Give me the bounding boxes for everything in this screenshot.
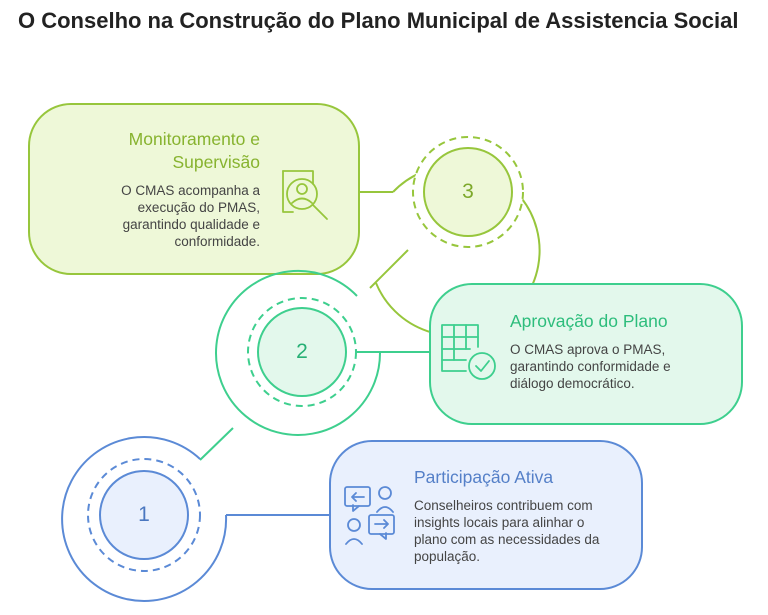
step-2-text: Aprovação do Plano O CMAS aprova o PMAS,… bbox=[510, 310, 710, 392]
user-search-icon bbox=[282, 170, 328, 220]
step-1-outer-ring bbox=[61, 436, 228, 602]
document-check-icon bbox=[441, 324, 496, 380]
step-2-title: Aprovação do Plano bbox=[510, 311, 668, 331]
step-1-graphic bbox=[61, 436, 643, 602]
step-3-text: Monitoramento e Supervisão O CMAS acompa… bbox=[80, 128, 260, 250]
people-exchange-icon bbox=[344, 486, 395, 545]
step-2-description: O CMAS aprova o PMAS, garantindo conform… bbox=[510, 342, 671, 391]
step-2-outer-ring bbox=[215, 269, 382, 436]
step-3-title: Monitoramento e Supervisão bbox=[128, 129, 260, 172]
step-3-number: 3 bbox=[462, 180, 474, 203]
step-1-title: Participação Ativa bbox=[414, 467, 554, 487]
step-1-inner-circle bbox=[99, 470, 189, 560]
step-2-link-line bbox=[199, 427, 234, 461]
step-1-description: Conselheiros contribuem com insights loc… bbox=[414, 498, 600, 564]
step-1-number: 1 bbox=[138, 503, 150, 526]
step-3-inner-circle bbox=[423, 147, 513, 237]
step-1-text: Participação Ativa Conselheiros contribu… bbox=[414, 466, 614, 565]
step-3-graphic bbox=[28, 103, 541, 337]
step-3-link-line bbox=[369, 249, 409, 289]
step-2-number: 2 bbox=[296, 340, 308, 363]
step-3-description: O CMAS acompanha a execução do PMAS, gar… bbox=[121, 183, 260, 249]
diagram-title: O Conselho na Construção do Plano Munici… bbox=[18, 8, 739, 33]
step-3-card bbox=[28, 103, 360, 275]
step-2-graphic bbox=[199, 269, 743, 461]
step-2-inner-circle bbox=[257, 307, 347, 397]
step-2-card bbox=[429, 283, 743, 425]
